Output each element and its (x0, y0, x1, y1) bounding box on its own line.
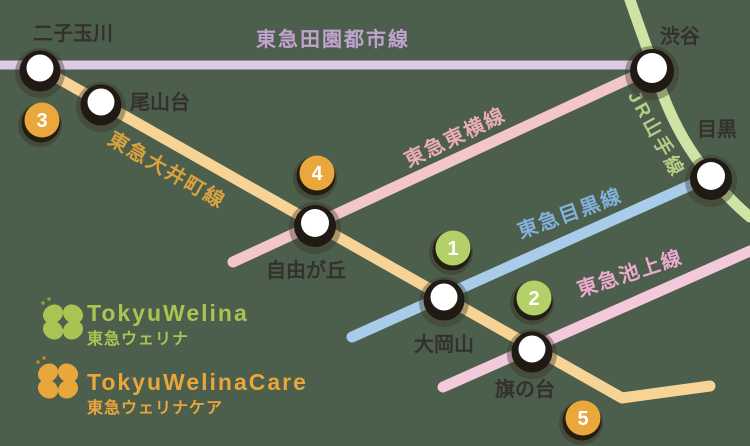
station-marker-meguro (685, 155, 737, 207)
station-marker-ookayama (419, 277, 469, 327)
clover-petal (62, 320, 84, 340)
sparkle-dot (41, 301, 45, 305)
logo-title: TokyuWelina (87, 300, 249, 326)
station-label-shibuya: 渋谷 (660, 24, 701, 48)
clover-petal (37, 379, 59, 399)
clover-petal (37, 363, 59, 383)
station-marker-jiyugaoka (289, 202, 341, 254)
facility-badge-5: 5 (559, 400, 603, 445)
clover-petal (42, 320, 64, 340)
marker-dot (637, 53, 667, 83)
sparkle-dot (42, 356, 46, 360)
tokyu-welina-care-logo[interactable]: TokyuWelinaCare 東急ウェリナケア (34, 356, 308, 417)
station-label-futakotamagawa: 二子玉川 (33, 23, 113, 45)
meguro-line (346, 170, 717, 343)
clover-petal (57, 379, 79, 399)
clover-petal (57, 363, 79, 383)
marker-dot (301, 209, 329, 237)
station-marker-oyamadai (76, 82, 126, 132)
logo-title: TokyuWelinaCare (87, 369, 308, 395)
facility-badge-3: 3 (18, 102, 62, 147)
marker-dot (518, 335, 546, 363)
sparkle-dot (36, 360, 40, 364)
badge-number: 5 (577, 408, 588, 430)
facility-badge-4: 4 (293, 155, 337, 200)
tokyu-welina-logo[interactable]: TokyuWelina 東急ウェリナ (39, 297, 248, 348)
station-label-ookayama: 大岡山 (414, 333, 474, 356)
station-label-hatanodai: 旗の台 (495, 377, 555, 401)
station-label-meguro: 目黒 (697, 118, 737, 141)
badge-circle (516, 280, 552, 316)
station-marker-futakotamagawa (15, 48, 65, 98)
sparkle-dot (47, 297, 51, 301)
badge-circle (435, 230, 471, 266)
badge-number: 3 (36, 110, 47, 132)
logo-subtitle: 東急ウェリナケア (87, 398, 223, 417)
marker-dot (430, 283, 458, 311)
station-label-oyamadai: 尾山台 (130, 90, 190, 114)
marker-dot (26, 54, 54, 82)
badge-circle (299, 155, 335, 191)
marker-dot (697, 162, 725, 190)
ikegami-line (437, 245, 750, 393)
badge-number: 4 (311, 163, 323, 185)
badge-circle (565, 400, 601, 436)
oimachi-line (34, 62, 716, 404)
clover-icon (36, 356, 79, 399)
denentoshi-line-label: 東急田園都市線 (256, 27, 410, 51)
badge-number: 2 (528, 288, 539, 310)
clover-icon (41, 297, 84, 340)
badge-circle (24, 102, 60, 138)
station-marker-hatanodai (507, 329, 557, 379)
marker-dot (87, 88, 115, 116)
clover-petal (62, 304, 84, 324)
clover-petal (42, 304, 64, 324)
logo-subtitle: 東急ウェリナ (87, 329, 189, 348)
station-label-jiyugaoka: 自由が丘 (266, 258, 346, 282)
facility-badge-1: 1 (429, 230, 473, 275)
facility-badge-2: 2 (510, 280, 554, 325)
badge-number: 1 (447, 238, 458, 260)
station-marker-shibuya (625, 46, 679, 100)
